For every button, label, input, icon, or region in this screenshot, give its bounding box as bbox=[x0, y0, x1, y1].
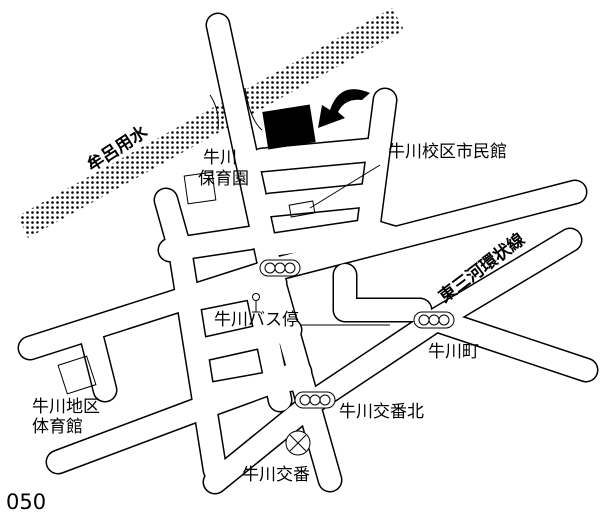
signal-label: 牛川交番北 bbox=[339, 402, 424, 422]
police-box-icon bbox=[285, 430, 311, 456]
gym-building bbox=[57, 355, 97, 395]
gym-label-line2: 体育館 bbox=[32, 417, 83, 437]
nursery-building bbox=[183, 171, 217, 205]
road-network bbox=[17, 12, 599, 495]
destination-building bbox=[262, 104, 316, 150]
bus-stop-label: 牛川バス停 bbox=[214, 310, 299, 330]
nursery-label-line2: 保育園 bbox=[198, 169, 249, 189]
bridge-mark bbox=[209, 94, 219, 131]
bridge-mark bbox=[244, 87, 263, 131]
civic-hall-label: 牛川校区市民館 bbox=[388, 142, 507, 162]
bus-stop-icon bbox=[252, 293, 260, 313]
police-box-label: 牛川交番 bbox=[242, 465, 310, 485]
traffic-signal-icon bbox=[413, 311, 455, 329]
civic-hall-building bbox=[288, 200, 316, 218]
map-id: 050 bbox=[6, 490, 47, 514]
canal-band bbox=[18, 8, 404, 238]
traffic-signal-icon bbox=[259, 259, 301, 277]
traffic-signal-icon bbox=[294, 391, 336, 409]
gym-label-line1: 牛川地区 bbox=[32, 397, 100, 417]
town-label: 牛川町 bbox=[428, 342, 479, 362]
nursery-label-line1: 牛川 bbox=[203, 148, 237, 168]
arrow-icon bbox=[318, 89, 370, 128]
leader-line bbox=[309, 164, 381, 209]
